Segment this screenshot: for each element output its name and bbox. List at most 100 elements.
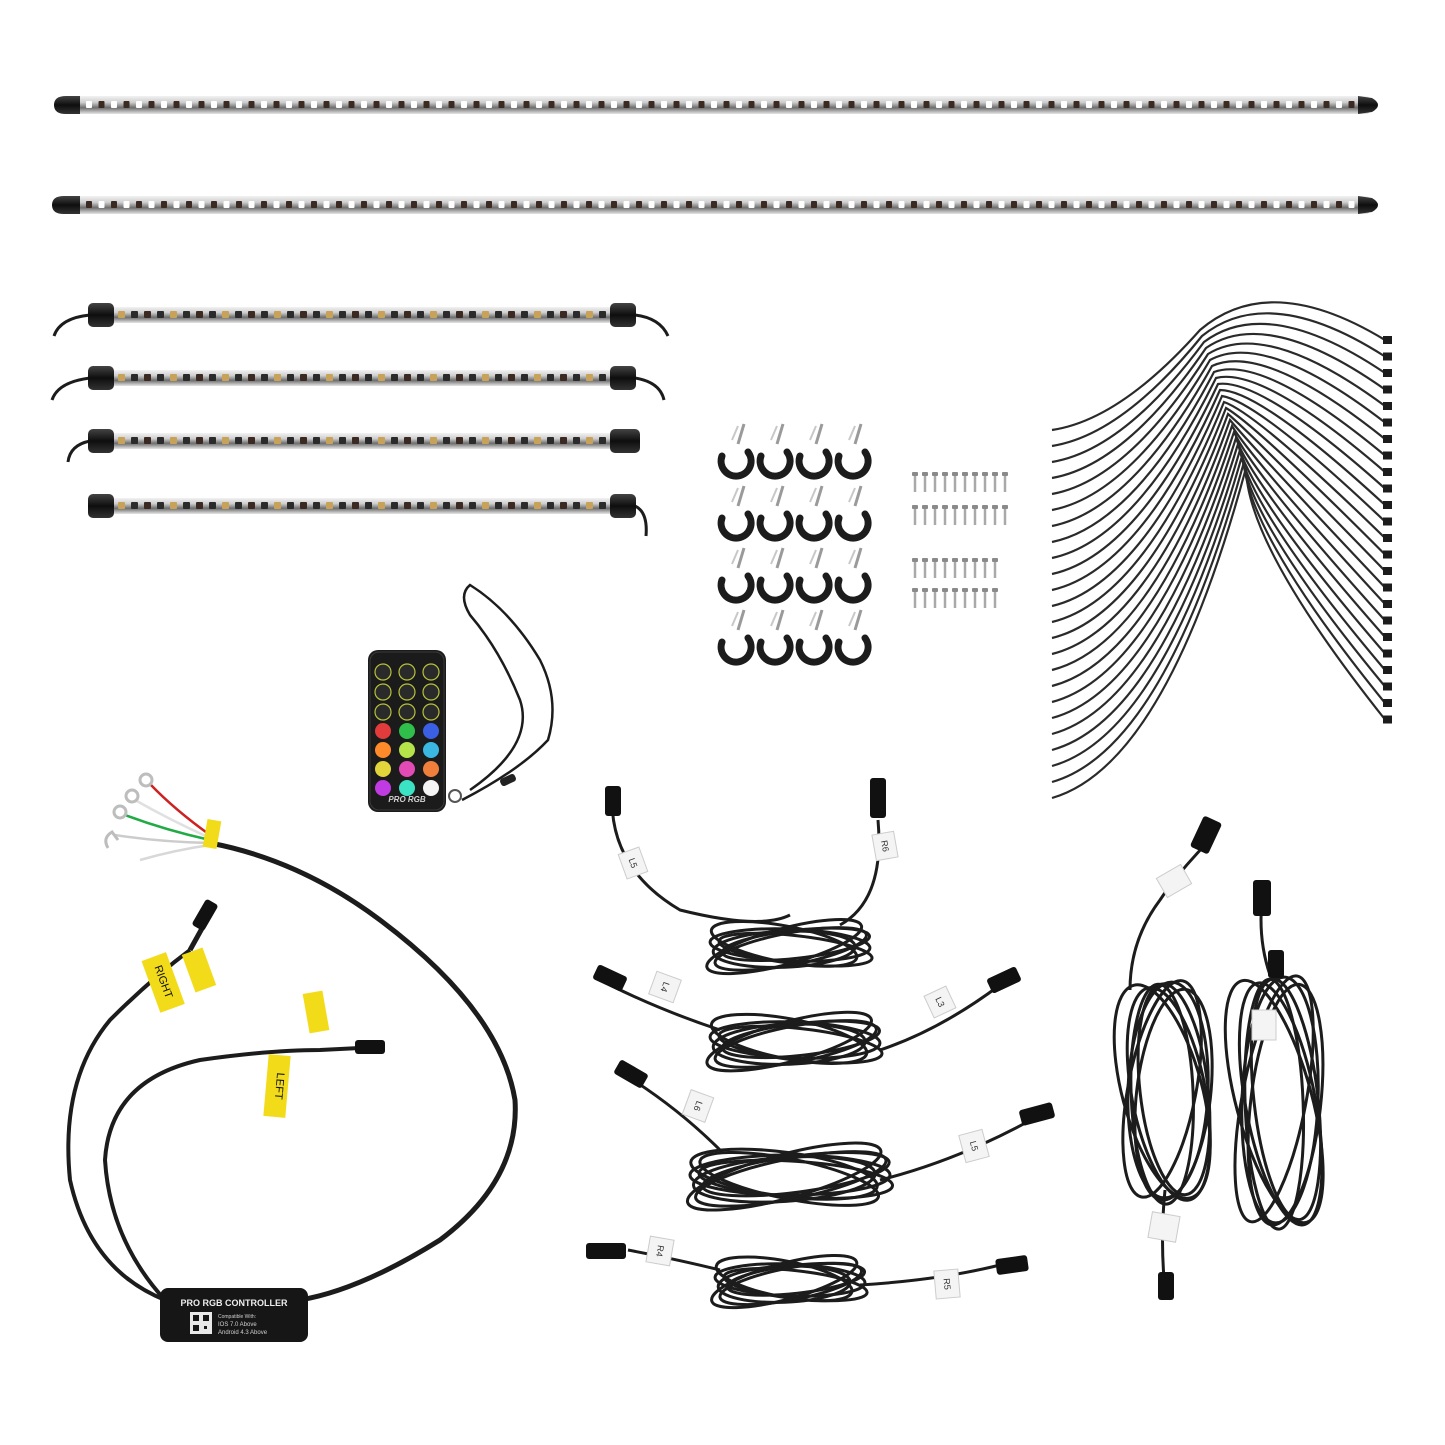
zip-tie <box>1051 400 1386 624</box>
led-chip <box>378 311 385 318</box>
led-chip <box>811 201 817 208</box>
led-chip <box>170 502 177 509</box>
extension-cable-l6-l5: L6 L5 <box>614 1060 1055 1212</box>
led-chip <box>131 502 138 509</box>
led-chip <box>448 101 455 108</box>
led-chip <box>186 201 192 208</box>
led-chip <box>948 101 955 108</box>
screw-head <box>962 588 968 592</box>
led-chip <box>1161 201 1167 208</box>
led-chip <box>404 502 411 509</box>
led-chip <box>378 374 385 381</box>
led-chip <box>1086 101 1092 108</box>
remote-color-button <box>399 723 415 739</box>
led-chip <box>1111 201 1117 208</box>
clip-screw <box>814 485 824 507</box>
remote-color-button <box>423 780 439 796</box>
led-chip <box>300 502 307 509</box>
led-chip <box>1186 201 1192 208</box>
zip-tie-head <box>1383 484 1392 493</box>
led-chip <box>898 101 905 108</box>
led-chip <box>521 311 528 318</box>
led-chip <box>111 201 117 208</box>
controller-line1: Compatible With: <box>218 1314 256 1320</box>
led-chip <box>183 502 190 509</box>
screw-head <box>962 558 968 562</box>
led-chip <box>686 201 692 208</box>
led-chip <box>534 502 541 509</box>
led-chip <box>1248 101 1255 108</box>
clip-screw <box>809 611 817 627</box>
led-chip <box>1148 101 1155 108</box>
led-chip <box>586 311 593 318</box>
led-chip <box>761 201 767 208</box>
led-chip <box>469 437 476 444</box>
cable-coil <box>713 1262 867 1298</box>
left-tag-label: LEFT <box>272 1072 286 1100</box>
led-chip <box>482 311 489 318</box>
led-chip <box>748 101 755 108</box>
zip-tie-head <box>1383 583 1392 592</box>
led-chip <box>661 201 667 208</box>
led-chip <box>436 201 442 208</box>
screw-head <box>952 558 958 562</box>
led-row <box>118 437 606 444</box>
cable-tag-label: L3 <box>933 995 946 1008</box>
led-chip <box>648 201 655 208</box>
led-chip <box>573 437 580 444</box>
zip-tie-head <box>1383 402 1392 410</box>
led-chip <box>404 311 411 318</box>
screw-head <box>982 588 988 592</box>
screw-head <box>952 505 958 509</box>
led-chip <box>511 101 517 108</box>
led-chip <box>473 101 480 108</box>
led-chip <box>786 201 792 208</box>
zip-tie <box>1051 455 1386 768</box>
led-chip <box>573 311 580 318</box>
led-chip <box>365 311 372 318</box>
led-chip <box>536 201 542 208</box>
led-chip <box>261 374 268 381</box>
led-chip <box>823 101 830 108</box>
led-chip <box>886 101 892 108</box>
led-chip <box>936 101 942 108</box>
clip-screw <box>731 549 739 565</box>
led-chip <box>1348 101 1355 108</box>
led-chip <box>469 374 476 381</box>
zip-tie-head <box>1383 534 1392 542</box>
led-chip <box>430 437 437 444</box>
led-chip <box>686 101 692 108</box>
led-chip <box>1011 101 1017 108</box>
remote-color-button <box>423 742 439 758</box>
led-chip <box>511 201 517 208</box>
led-chip <box>183 374 190 381</box>
led-row <box>118 311 606 318</box>
zip-tie <box>1051 375 1386 560</box>
led-chip <box>1211 201 1217 208</box>
led-chip <box>798 101 805 108</box>
clip-screw <box>853 609 863 631</box>
led-chip <box>1086 201 1092 208</box>
led-chip <box>1173 101 1180 108</box>
led-chip <box>398 101 405 108</box>
zip-tie <box>1051 428 1386 704</box>
led-chip <box>973 201 980 208</box>
led-chip <box>161 101 167 108</box>
clip-screw <box>848 425 856 441</box>
led-chip <box>183 311 190 318</box>
led-chip <box>1298 101 1305 108</box>
screw-head <box>1002 505 1008 509</box>
cable-clip <box>717 510 755 542</box>
led-chip <box>547 437 554 444</box>
controller-line2: IOS 7.0 Above <box>218 1322 257 1328</box>
cable-clip <box>756 448 794 480</box>
screw-head <box>962 505 968 509</box>
remote-color-button <box>399 742 415 758</box>
screw-head <box>932 588 938 592</box>
led-chip <box>391 502 398 509</box>
clip-screw <box>770 487 778 503</box>
led-chip <box>323 101 330 108</box>
screw-head <box>942 558 948 562</box>
led-chip <box>123 101 130 108</box>
